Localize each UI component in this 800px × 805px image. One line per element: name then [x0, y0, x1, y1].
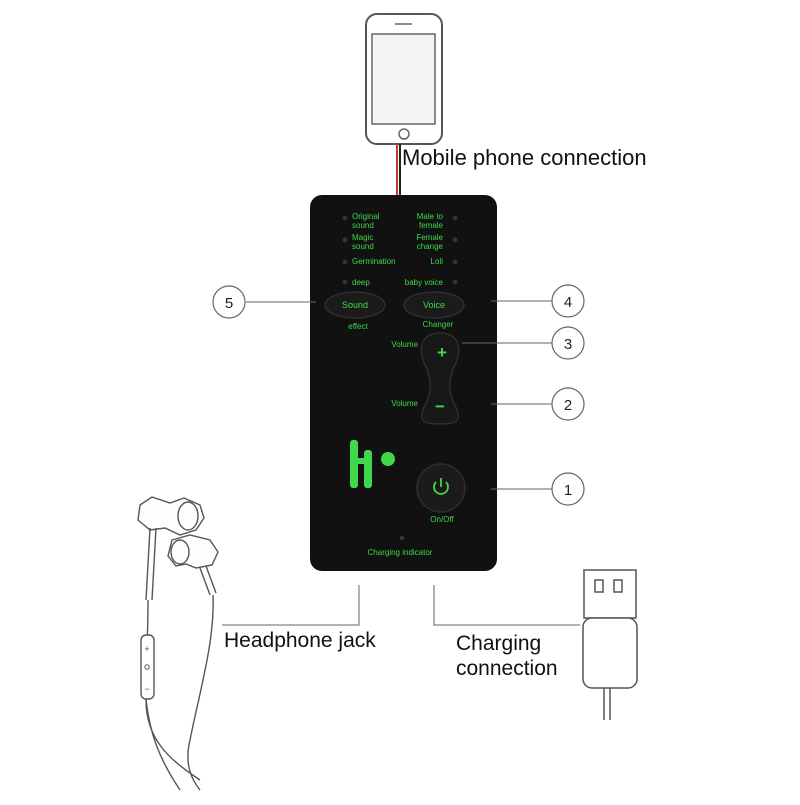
charging-indicator-label: Charging indicator — [368, 548, 433, 557]
volume-down-icon[interactable]: − — [435, 397, 445, 416]
voice-changer-caption: Changer — [423, 320, 454, 329]
svg-text:3: 3 — [564, 336, 572, 353]
mode-right-1-line1: Male to — [417, 212, 444, 221]
phone-cable — [396, 144, 401, 196]
callout-lines — [246, 300, 553, 490]
volume-up-icon[interactable]: + — [437, 343, 447, 362]
headset-mic-dot — [144, 664, 150, 670]
power-icon — [433, 478, 449, 495]
connector-lines — [222, 585, 580, 626]
headset-minus-icon: − — [144, 684, 149, 694]
sound-effect-button[interactable]: Sound — [324, 291, 386, 319]
mode-left-4-line1: deep — [352, 278, 370, 287]
callout-4: 4 — [551, 284, 585, 318]
charging-connection-label-line1: Charging — [456, 632, 542, 655]
usb-plug-icon — [582, 569, 638, 720]
mobile-phone — [365, 13, 443, 145]
mobile-connection-label: Mobile phone connection — [402, 145, 647, 170]
callout-3: 3 — [551, 326, 585, 360]
mode-right-2-line1: Female — [416, 233, 443, 242]
mode-left-2-line2: sound — [352, 242, 374, 251]
volume-down-label: Volume — [391, 399, 418, 408]
mode-right-4-line1: baby voice — [405, 278, 444, 287]
brand-logo-icon — [350, 440, 395, 488]
mode-left-1-line1: Original — [352, 212, 380, 221]
svg-text:4: 4 — [564, 294, 572, 311]
callout-2: 2 — [551, 387, 585, 421]
sound-effect-caption: effect — [348, 322, 368, 331]
charging-connection-label-line2: connection — [456, 657, 558, 680]
volume-rocker[interactable] — [420, 332, 460, 425]
power-button[interactable] — [416, 463, 466, 513]
svg-text:5: 5 — [225, 295, 233, 312]
callout-5: 5 — [212, 285, 246, 319]
mode-indicator-dots — [342, 215, 458, 285]
volume-up-label: Volume — [391, 340, 418, 349]
mode-right-2-line2: change — [417, 242, 444, 251]
earphones-icon — [137, 496, 219, 791]
mode-left-2-line1: Magic — [352, 233, 373, 242]
voice-changer-button[interactable]: Voice — [403, 291, 465, 319]
headset-plus-icon: + — [144, 644, 149, 654]
mode-left-3-line1: Germination — [352, 257, 396, 266]
device-body — [310, 195, 497, 571]
sound-button-label: Sound — [342, 300, 368, 310]
charging-indicator-led — [400, 536, 404, 540]
mode-right-3-line1: Loli — [431, 257, 444, 266]
mode-left-1-line2: sound — [352, 221, 374, 230]
svg-text:2: 2 — [564, 397, 572, 414]
headphone-jack-label: Headphone jack — [224, 629, 376, 652]
voice-button-label: Voice — [423, 300, 445, 310]
power-caption: On/Off — [430, 515, 454, 524]
callout-1: 1 — [551, 472, 585, 506]
mode-right-1-line2: female — [419, 221, 444, 230]
svg-text:1: 1 — [564, 482, 572, 499]
